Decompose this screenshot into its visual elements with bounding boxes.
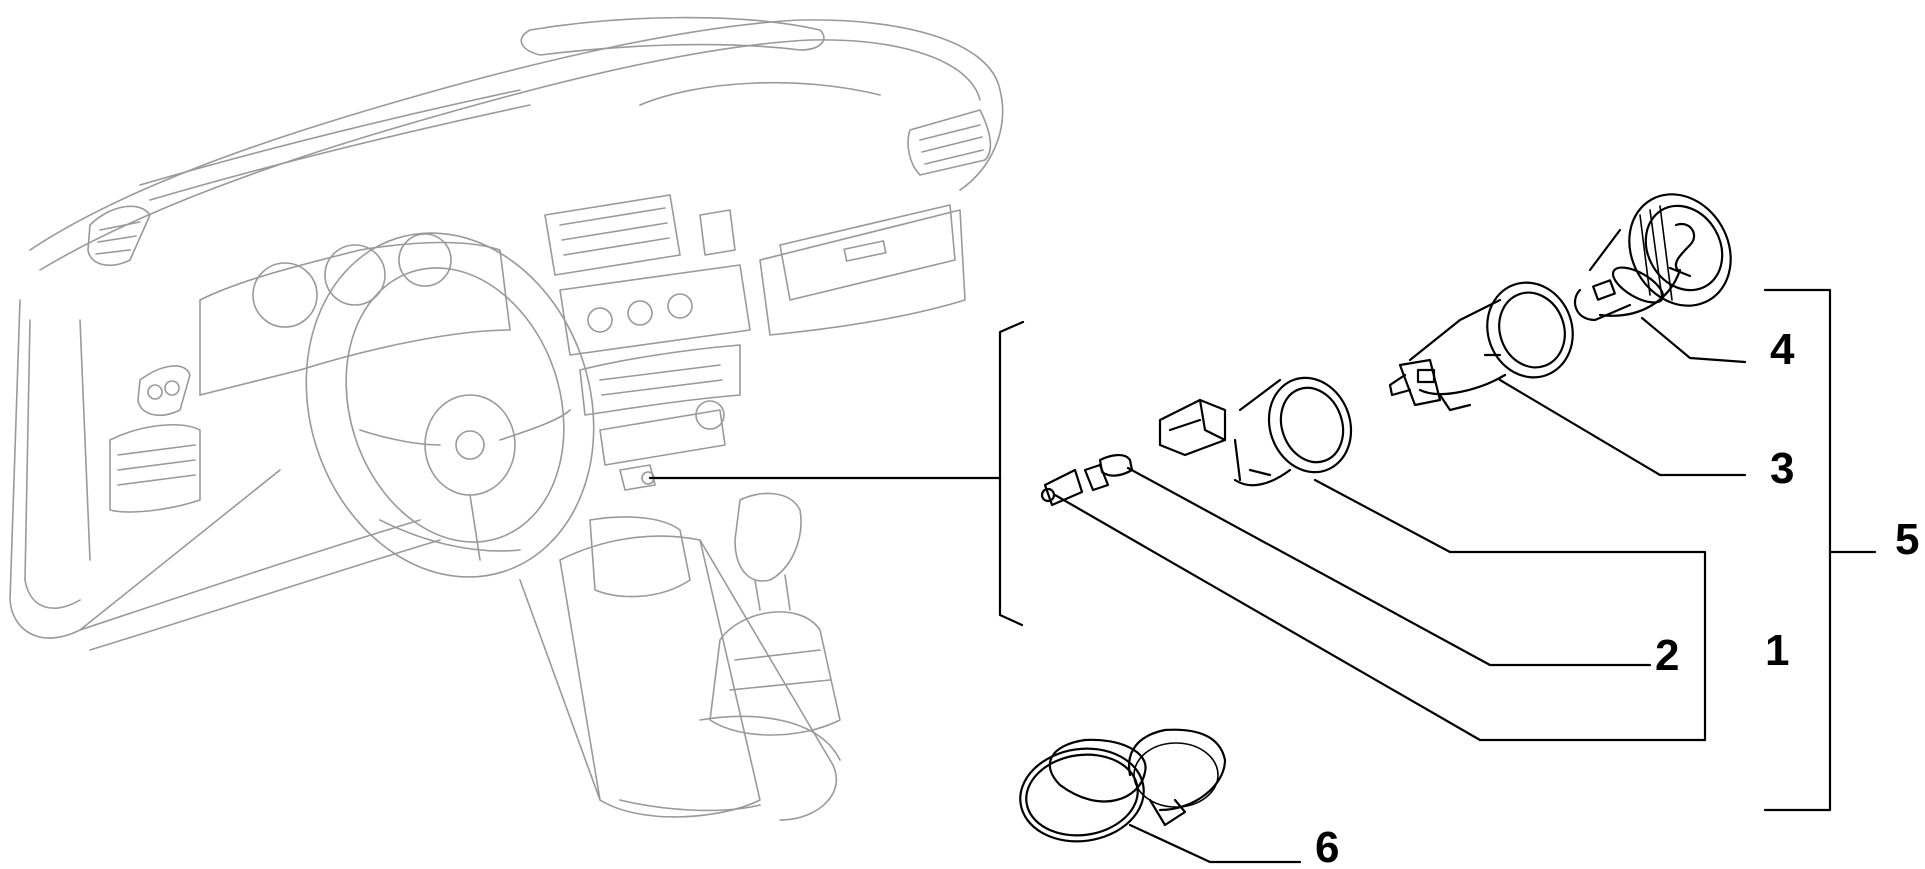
callout-1: 1 xyxy=(1765,626,1789,675)
part-1-socket-sleeve-drawing xyxy=(1158,376,1353,487)
callout-5: 5 xyxy=(1895,515,1919,564)
part-6-bezel-ring-drawing xyxy=(1019,728,1227,843)
part-3-socket-body-drawing xyxy=(1388,281,1574,412)
callout-6: 6 xyxy=(1315,823,1339,869)
leader-line-3 xyxy=(1498,378,1747,477)
dashboard-illustration xyxy=(9,16,1004,821)
callout-2: 2 xyxy=(1655,631,1679,680)
callout-3: 3 xyxy=(1770,444,1794,493)
leader-line-1 xyxy=(1053,478,1707,742)
part-2-bulb-holder-drawing xyxy=(1040,454,1134,507)
callout-4: 4 xyxy=(1770,325,1795,374)
leader-line-4 xyxy=(1640,316,1747,364)
socket-location-bracket xyxy=(648,320,1025,627)
leader-line-2 xyxy=(1126,466,1652,667)
assembly-bracket-5 xyxy=(1763,288,1832,812)
part-4-lighter-plug-drawing xyxy=(1573,193,1732,322)
leader-line-6 xyxy=(1128,823,1302,864)
